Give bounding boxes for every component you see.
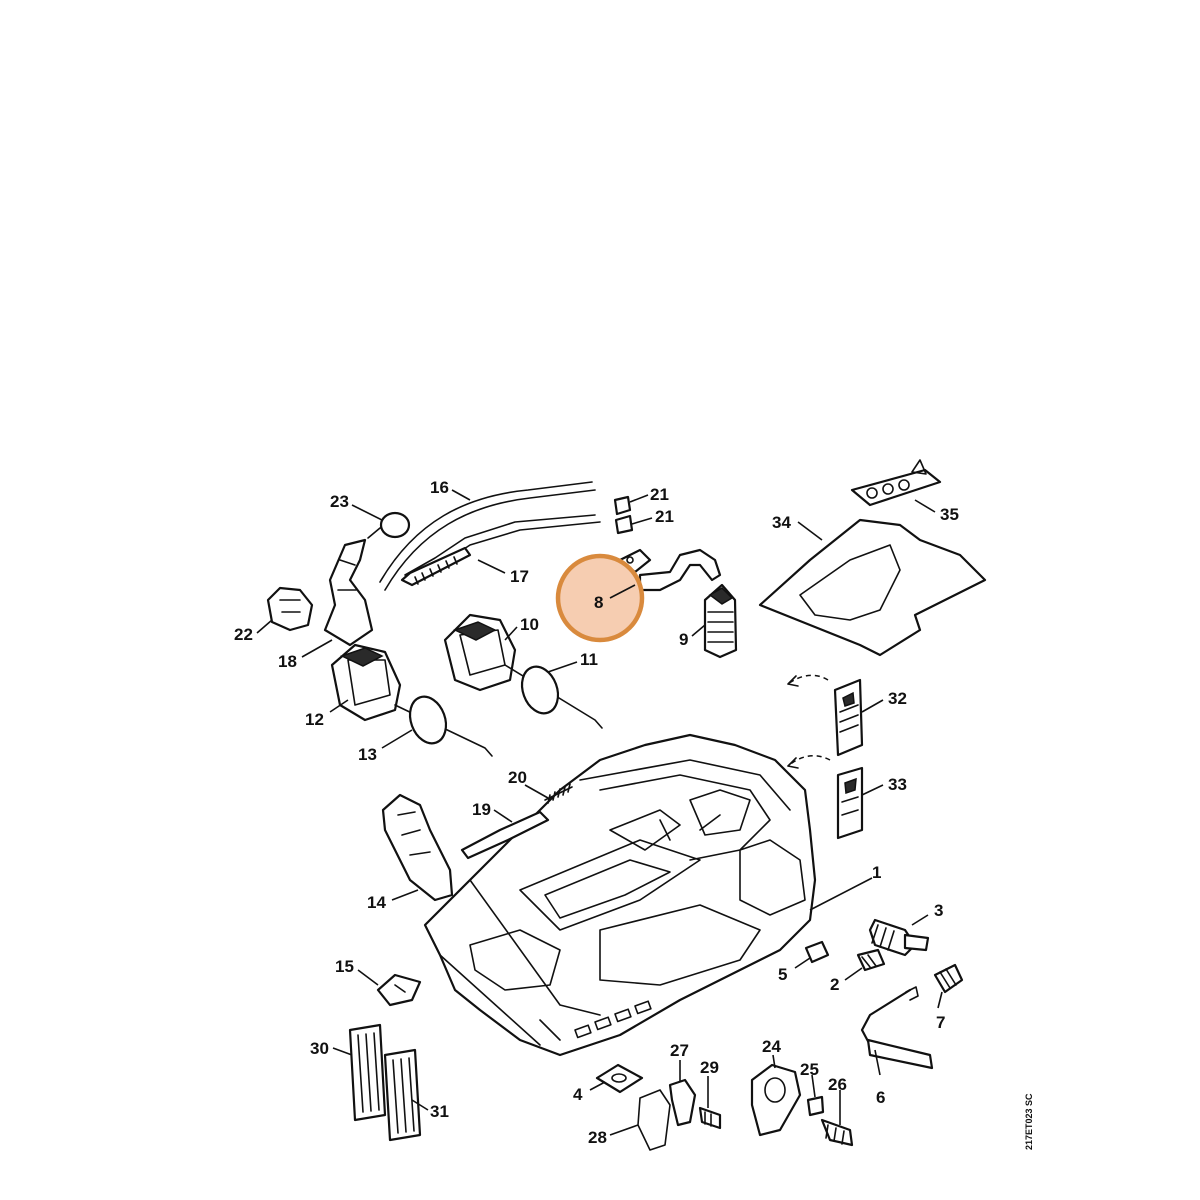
chain-sprocket-cover-part-34[interactable]	[758, 518, 987, 657]
callout-18[interactable]: 18	[278, 652, 297, 671]
callout-6[interactable]: 6	[876, 1088, 885, 1107]
housing-part-1[interactable]	[423, 733, 817, 1057]
callout-17[interactable]: 17	[510, 567, 529, 586]
hose-elbow-part-18[interactable]	[323, 538, 374, 647]
callout-28[interactable]: 28	[588, 1128, 607, 1147]
o-ring-part-13[interactable]	[404, 692, 452, 749]
pictogram-label-part-35[interactable]	[850, 459, 942, 507]
warning-label-part-32[interactable]	[833, 678, 864, 757]
warning-label-part-33[interactable]	[836, 766, 864, 840]
filter-pad-part-31[interactable]	[383, 1048, 422, 1142]
chain-catcher-part-14[interactable]	[381, 793, 454, 902]
hose-part-19[interactable]	[460, 810, 550, 860]
fitting-part-21-lower[interactable]	[614, 514, 634, 535]
screw-part-25[interactable]	[806, 1095, 825, 1117]
callout-12[interactable]: 12	[305, 710, 324, 729]
callout-1[interactable]: 1	[872, 863, 881, 882]
callout-15[interactable]: 15	[335, 957, 354, 976]
lever-part-27[interactable]	[668, 1078, 697, 1127]
callout-21a[interactable]: 21	[650, 485, 669, 504]
o-ring-part-11[interactable]	[516, 662, 564, 719]
assembly-arrow-lower	[787, 754, 831, 769]
screw-part-2[interactable]	[856, 948, 886, 972]
thrust-washer-part-7[interactable]	[933, 963, 964, 994]
callout-32[interactable]: 32	[888, 689, 907, 708]
spike-bolt-part-3[interactable]	[868, 918, 930, 957]
filter-pad-part-30[interactable]	[348, 1023, 387, 1122]
callout-25[interactable]: 25	[800, 1060, 819, 1079]
plug-part-5[interactable]	[804, 940, 830, 964]
callout-14[interactable]: 14	[367, 893, 386, 912]
callout-26[interactable]: 26	[828, 1075, 847, 1094]
callout-31[interactable]: 31	[430, 1102, 449, 1121]
callout-27[interactable]: 27	[670, 1041, 689, 1060]
chain-sprocket-cover-part-24[interactable]	[750, 1063, 802, 1137]
pickup-body-part-9[interactable]	[703, 583, 738, 659]
callout-8[interactable]: 8	[594, 593, 603, 612]
callout-13[interactable]: 13	[358, 745, 377, 764]
callout-10[interactable]: 10	[520, 615, 539, 634]
screw-part-26[interactable]	[820, 1118, 854, 1147]
callout-16[interactable]: 16	[430, 478, 449, 497]
cap-part-23[interactable]	[367, 511, 411, 539]
fuel-hose-part-17[interactable]	[400, 514, 601, 587]
fuel-hose-part-16[interactable]	[379, 481, 596, 591]
pad-part-4[interactable]	[595, 1063, 644, 1094]
spring-part-20[interactable]	[544, 783, 573, 804]
callout-19[interactable]: 19	[472, 800, 491, 819]
drawing-reference: 217ET023 SC	[1024, 1093, 1034, 1150]
callout-35[interactable]: 35	[940, 505, 959, 524]
callout-24[interactable]: 24	[762, 1037, 781, 1056]
callout-7[interactable]: 7	[936, 1013, 945, 1032]
callout-21b[interactable]: 21	[655, 507, 674, 526]
assembly-arrow-upper	[787, 674, 829, 687]
primer-bulb-part-22[interactable]	[266, 586, 314, 632]
callout-34[interactable]: 34	[772, 513, 791, 532]
callout-29[interactable]: 29	[700, 1058, 719, 1077]
callout-33[interactable]: 33	[888, 775, 907, 794]
callout-9[interactable]: 9	[679, 630, 688, 649]
callout-30[interactable]: 30	[310, 1039, 329, 1058]
callout-5[interactable]: 5	[778, 965, 787, 984]
fitting-part-21-upper[interactable]	[613, 495, 632, 516]
callout-22[interactable]: 22	[234, 625, 253, 644]
screw-part-29[interactable]	[698, 1106, 722, 1130]
callout-2[interactable]: 2	[830, 975, 839, 994]
gasket-part-28[interactable]	[637, 1089, 671, 1151]
callout-labels: 1 2 3 4 5 6 7 8 9 10 11 12 13 14 15 16 1…	[234, 478, 959, 1147]
callout-3[interactable]: 3	[934, 901, 943, 920]
adjusting-screw-part-6[interactable]	[860, 986, 934, 1070]
callout-23[interactable]: 23	[330, 492, 349, 511]
oil-pump-part-10[interactable]	[443, 613, 603, 729]
leader-lines	[256, 489, 943, 1136]
callout-11[interactable]: 11	[580, 650, 598, 669]
highlight-ring	[555, 553, 645, 643]
bracket-part-15[interactable]	[376, 973, 422, 1007]
callout-20[interactable]: 20	[508, 768, 527, 787]
callout-4[interactable]: 4	[573, 1085, 583, 1104]
